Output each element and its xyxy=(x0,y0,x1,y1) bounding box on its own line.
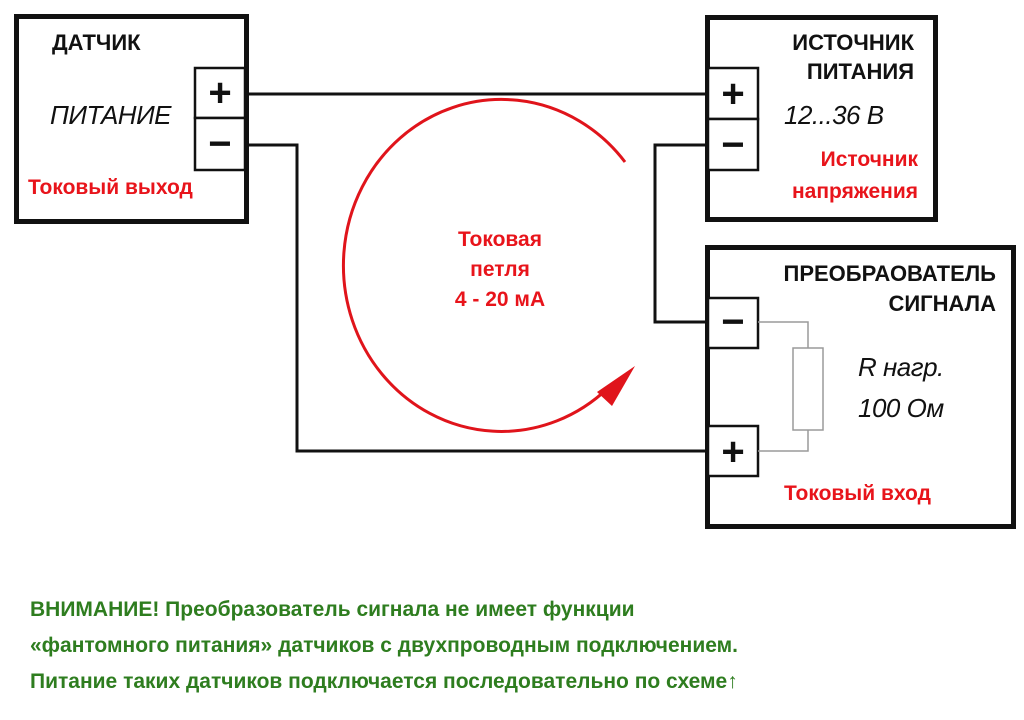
wire-power-minus-to-converter-minus xyxy=(653,143,708,324)
power-type-1: Источник xyxy=(820,148,918,171)
resistor-lead-top xyxy=(758,321,809,348)
footer-warning-2: «фантомного питания» датчиков с двухпров… xyxy=(30,634,739,657)
sensor-power-label: ПИТАНИЕ xyxy=(50,100,172,130)
resistor-lead-bottom xyxy=(758,430,809,452)
converter-load-1: R нагр. xyxy=(858,352,944,382)
sensor-box xyxy=(14,14,249,224)
power-type-2: напряжения xyxy=(792,180,918,203)
sensor-output-label: Токовый выход xyxy=(28,176,193,199)
power-title-1: ИСТОЧНИК xyxy=(792,30,914,55)
footer-warning-1: ВНИМАНИЕ! Преобразователь сигнала не име… xyxy=(30,598,635,621)
loop-label-3: 4 - 20 мА xyxy=(454,288,546,311)
minus-icon: − xyxy=(721,123,745,167)
resistor xyxy=(792,347,824,431)
sensor-minus-terminal xyxy=(193,116,247,172)
loop-label-2: петля xyxy=(470,258,530,281)
converter-title-1: ПРЕОБРАОВАТЕЛЬ xyxy=(783,261,996,286)
power-voltage: 12...36 В xyxy=(784,100,884,130)
plus-icon: + xyxy=(208,71,232,115)
converter-load-2: 100 Ом xyxy=(858,393,944,423)
power-plus-terminal xyxy=(706,66,760,121)
minus-icon: − xyxy=(208,122,232,166)
converter-title-2: СИГНАЛА xyxy=(888,291,996,316)
wire-sensor-minus-to-converter-plus xyxy=(246,143,708,453)
current-loop-arc xyxy=(341,97,627,433)
converter-input-label: Токовый вход xyxy=(784,482,931,505)
power-title-2: ПИТАНИЯ xyxy=(806,59,914,84)
converter-box xyxy=(705,245,1016,529)
current-loop-arrowhead xyxy=(597,366,635,406)
minus-icon: − xyxy=(721,300,745,344)
plus-icon: + xyxy=(721,430,745,474)
footer-warning-3: Питание таких датчиков подключается посл… xyxy=(30,670,738,693)
sensor-title: ДАТЧИК xyxy=(52,30,141,55)
loop-label-1: Токовая xyxy=(458,228,542,251)
sensor-plus-terminal xyxy=(193,66,247,120)
plus-icon: + xyxy=(721,72,745,116)
